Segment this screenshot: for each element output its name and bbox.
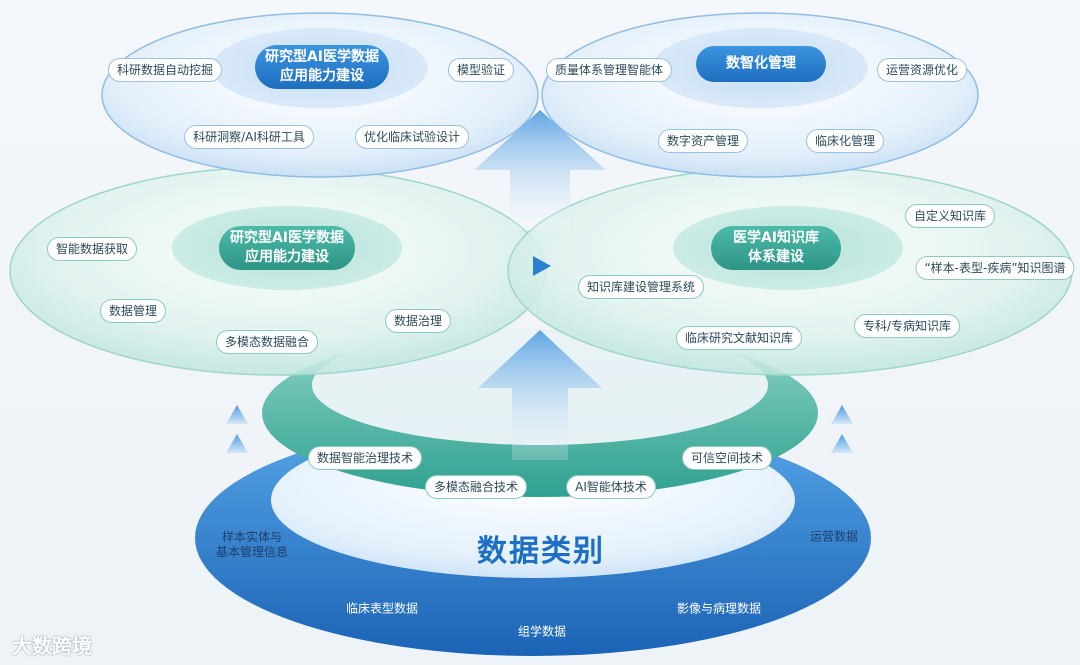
base-item: 样本实体与 基本管理信息 bbox=[215, 530, 289, 559]
mid-right-item: 临床研究文献知识库 bbox=[675, 326, 803, 350]
ring-tech-item: 可信空间技术 bbox=[681, 446, 773, 470]
watermark-logo: 大数跨境 bbox=[12, 634, 92, 658]
mid-left-item: 多模态数据融合 bbox=[215, 330, 319, 354]
base-item: 影像与病理数据 bbox=[676, 601, 762, 616]
lower-up-arrow bbox=[478, 330, 602, 460]
ring-tech-item: AI智能体技术 bbox=[566, 475, 656, 499]
mid-right-title-pill bbox=[711, 226, 841, 270]
right-up-arrows bbox=[831, 405, 853, 453]
base-item: 组学数据 bbox=[517, 624, 567, 639]
mid-right-item: “样本-表型-疾病”知识图谱 bbox=[915, 256, 1075, 280]
mid-left-item: 数据治理 bbox=[384, 309, 452, 333]
mid-right-item: 知识库建设管理系统 bbox=[577, 275, 705, 299]
top-left-title-pill bbox=[255, 45, 389, 89]
base-item: 临床表型数据 bbox=[345, 601, 419, 616]
top-right-item: 质量体系管理智能体 bbox=[545, 58, 673, 82]
top-left-title: 研究型AI医学数据 应用能力建设 bbox=[264, 49, 380, 84]
top-right-title: 数智化管理 bbox=[726, 55, 796, 72]
left-up-arrows bbox=[226, 405, 248, 453]
mid-left-item: 数据管理 bbox=[99, 299, 167, 323]
top-right-title-pill bbox=[696, 46, 826, 82]
base-item: 运营数据 bbox=[809, 529, 859, 544]
base-title: 数据类别 bbox=[477, 534, 605, 569]
mid-left-title: 研究型AI医学数据 应用能力建设 bbox=[229, 230, 345, 265]
top-left-item: 模型验证 bbox=[447, 58, 515, 82]
mid-right-item: 自定义知识库 bbox=[904, 204, 996, 228]
mid-left-item: 智能数据获取 bbox=[46, 237, 138, 261]
top-left-item: 科研数据自动挖掘 bbox=[107, 58, 223, 82]
top-right-item: 运营资源优化 bbox=[876, 58, 968, 82]
upper-up-arrow bbox=[474, 110, 606, 230]
top-left-item: 科研洞察/AI科研工具 bbox=[184, 125, 314, 149]
ring-tech-item: 多模态融合技术 bbox=[424, 475, 528, 499]
top-right-item: 数字资产管理 bbox=[657, 129, 749, 153]
mid-flow-arrow-icon bbox=[533, 256, 551, 276]
top-left-item: 优化临床试验设计 bbox=[354, 125, 470, 149]
mid-right-title: 医学AI知识库 体系建设 bbox=[732, 230, 820, 265]
mid-right-item: 专科/专病知识库 bbox=[853, 314, 961, 338]
ring-tech-item: 数据智能治理技术 bbox=[307, 446, 423, 470]
top-right-item: 临床化管理 bbox=[805, 129, 885, 153]
mid-left-title-pill bbox=[219, 226, 355, 270]
